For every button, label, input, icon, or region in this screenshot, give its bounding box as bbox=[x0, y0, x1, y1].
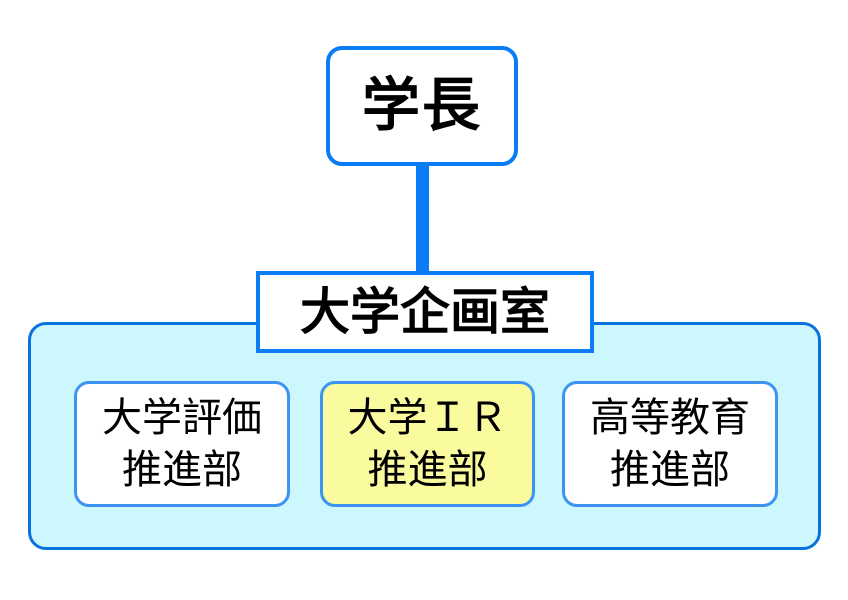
dept-higher-education-label-line1: 高等教育 bbox=[590, 396, 750, 440]
dept-ir-label-line2: 推進部 bbox=[367, 448, 488, 492]
dept-higher-education-label-line2: 推進部 bbox=[610, 448, 730, 492]
dept-ir-label-line1: 大学ＩＲ bbox=[347, 396, 508, 440]
dept-evaluation-label-line2: 推進部 bbox=[122, 448, 242, 492]
dept-box-ir-highlighted: 大学ＩＲ 推進部 bbox=[320, 381, 535, 507]
dept-evaluation-label-line1: 大学評価 bbox=[102, 396, 262, 440]
dept-box-higher-education: 高等教育 推進部 bbox=[562, 381, 778, 507]
hierarchy-connector-line bbox=[416, 164, 429, 276]
president-label: 学長 bbox=[361, 73, 482, 138]
dept-box-evaluation: 大学評価 推進部 bbox=[74, 381, 290, 507]
planning-office-label: 大学企画室 bbox=[300, 284, 550, 340]
planning-office-box: 大学企画室 bbox=[256, 271, 594, 353]
president-box: 学長 bbox=[326, 46, 518, 166]
